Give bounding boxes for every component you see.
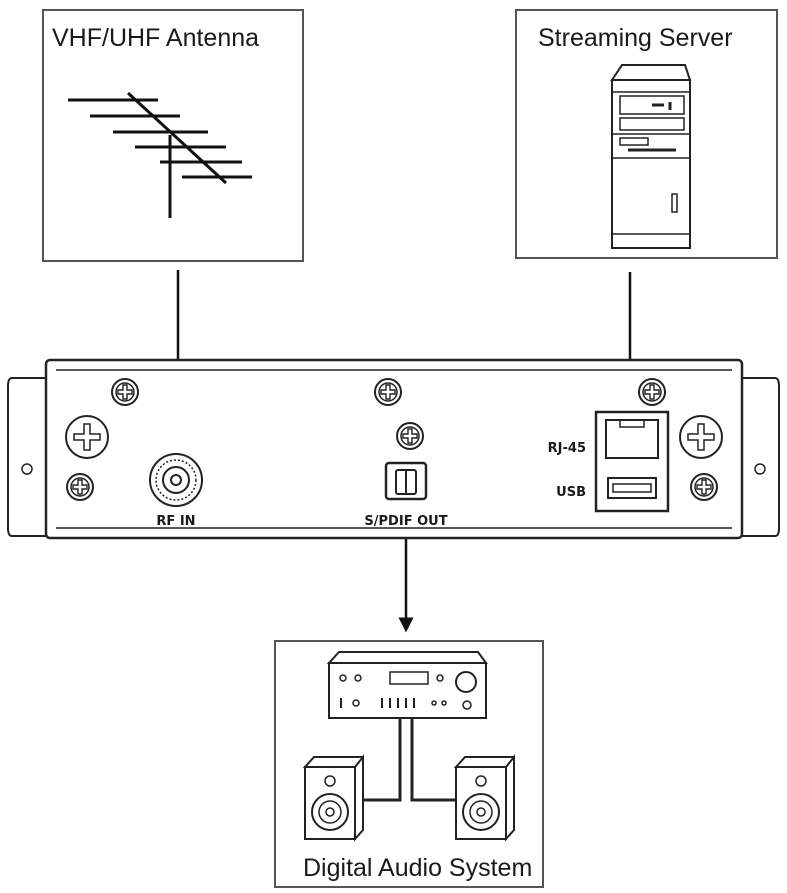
large-screw-icon xyxy=(679,415,723,459)
antenna-icon xyxy=(68,91,252,218)
rj45-port-icon xyxy=(605,419,659,459)
device-back-panel: RF IN S/PDIF OUT RJ-45 USB xyxy=(7,358,780,540)
left-speaker-cable xyxy=(364,718,402,802)
server-box: Streaming Server xyxy=(515,9,778,259)
antenna-title: VHF/UHF Antenna xyxy=(52,24,259,52)
right-speaker-cable xyxy=(410,718,456,802)
right-mount-hole xyxy=(754,463,766,475)
large-screw-icon xyxy=(65,415,109,459)
server-tower-icon xyxy=(610,64,692,249)
screw-icon xyxy=(111,378,139,406)
screw-icon xyxy=(396,422,424,450)
spdif-out-label: S/PDIF OUT xyxy=(364,514,447,529)
screw-icon xyxy=(374,378,402,406)
audio-box: Digital Audio System xyxy=(274,640,544,888)
usb-port-icon xyxy=(607,477,657,499)
screw-icon xyxy=(638,378,666,406)
amplifier-icon xyxy=(326,651,488,719)
audio-title: Digital Audio System xyxy=(303,854,532,882)
right-speaker-icon xyxy=(453,754,515,842)
spdif-port-icon xyxy=(384,461,428,501)
antenna-box: VHF/UHF Antenna xyxy=(42,9,304,262)
screw-icon xyxy=(690,473,718,501)
usb-label: USB xyxy=(556,485,586,500)
rj45-label: RJ-45 xyxy=(548,441,586,456)
rf-in-label: RF IN xyxy=(156,514,195,529)
left-speaker-icon xyxy=(302,754,364,842)
rf-in-connector-icon xyxy=(149,453,203,507)
screw-icon xyxy=(66,473,94,501)
server-title: Streaming Server xyxy=(538,24,733,52)
left-mount-hole xyxy=(21,463,33,475)
